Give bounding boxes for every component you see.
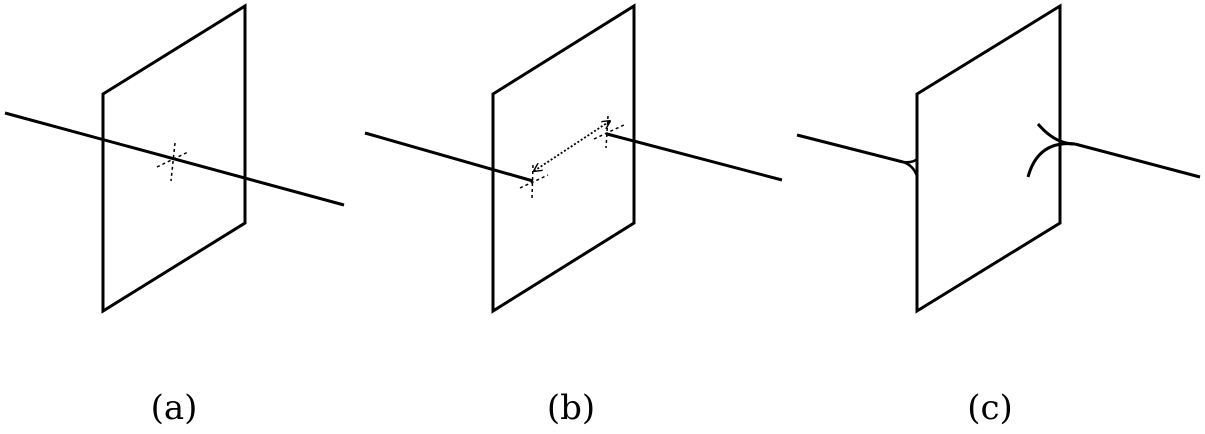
panel-label-c: (c): [967, 388, 1013, 428]
intersection-mark-a-1: [170, 142, 176, 182]
plane-a: [101, 3, 247, 314]
flare-c-right-lower: [1026, 142, 1076, 178]
flare-c-right-upper: [1036, 123, 1076, 146]
dotted-connection-arrow: [534, 121, 610, 171]
endpoint-mark-b-left-2: [519, 174, 549, 189]
endpoint-mark-b-right-1: [605, 115, 609, 149]
string-b-left: [364, 131, 534, 183]
plane-b: [491, 3, 636, 314]
panel-label-a: (a): [150, 388, 198, 428]
plane-c: [915, 3, 1062, 314]
panel-c: [796, 3, 1201, 314]
panel-a: [4, 3, 345, 314]
string-c-left: [796, 133, 904, 164]
panel-label-b: (b): [546, 388, 596, 428]
string-c-right: [1074, 142, 1201, 179]
panel-b: [364, 3, 783, 314]
string-b-right: [606, 132, 783, 182]
flare-c-left-lower: [902, 160, 919, 177]
